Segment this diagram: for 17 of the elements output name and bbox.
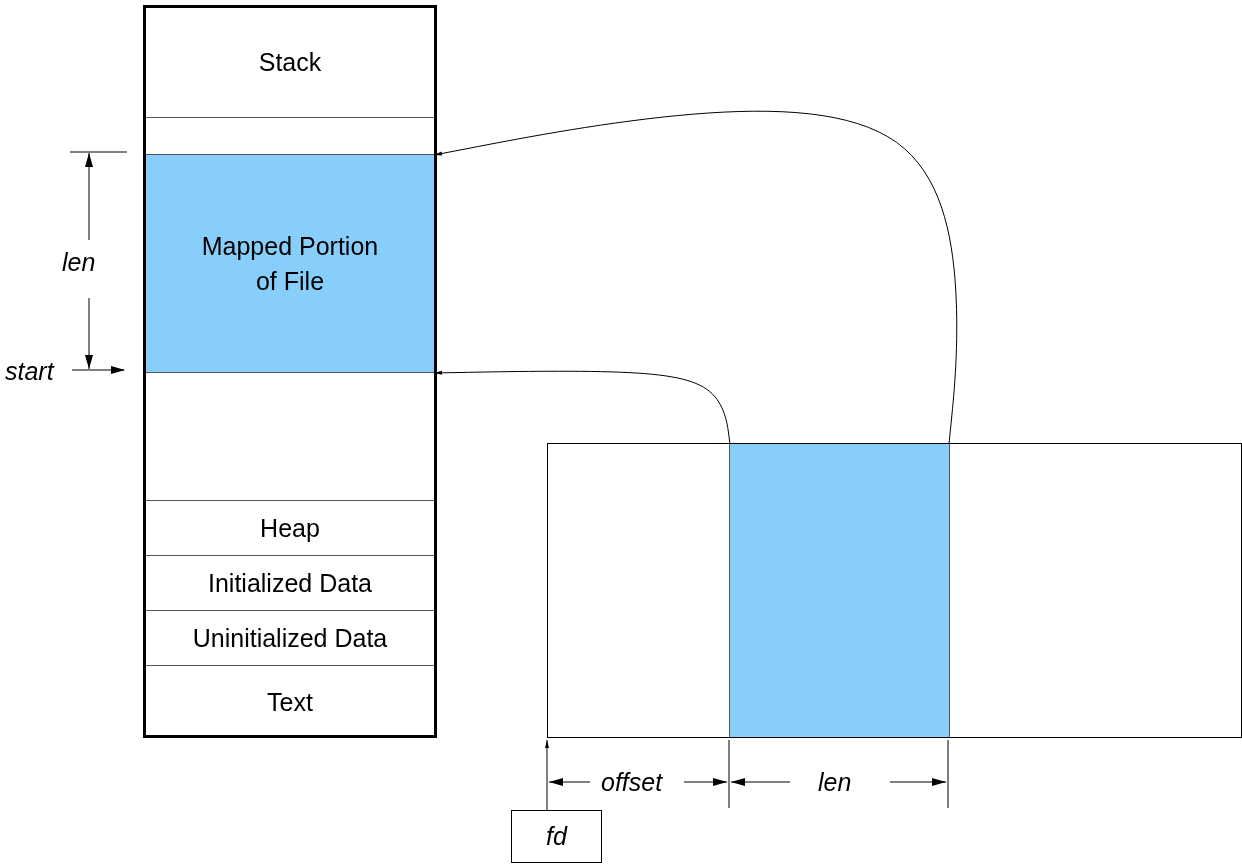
- empty-box: [730, 444, 949, 737]
- memory-segment: [146, 155, 434, 373]
- dimension-label: len: [818, 768, 852, 797]
- segment-label: Uninitialized Data: [192, 622, 388, 654]
- segment-label: Stack: [258, 47, 322, 78]
- empty-box: [547, 443, 1242, 738]
- empty-box: [143, 5, 437, 738]
- dimension-label: start: [5, 357, 54, 386]
- dimension-label: len: [62, 248, 96, 277]
- dimension-label: offset: [601, 768, 663, 797]
- arrow: [545, 739, 549, 811]
- segment-label: Mapped Portion of File: [200, 230, 380, 297]
- segment-label: Initialized Data: [208, 567, 372, 599]
- descriptor-box: [511, 810, 602, 863]
- segment-label: fd: [546, 821, 567, 852]
- segment-label: Heap: [260, 512, 320, 544]
- segment-label: Text: [267, 686, 313, 718]
